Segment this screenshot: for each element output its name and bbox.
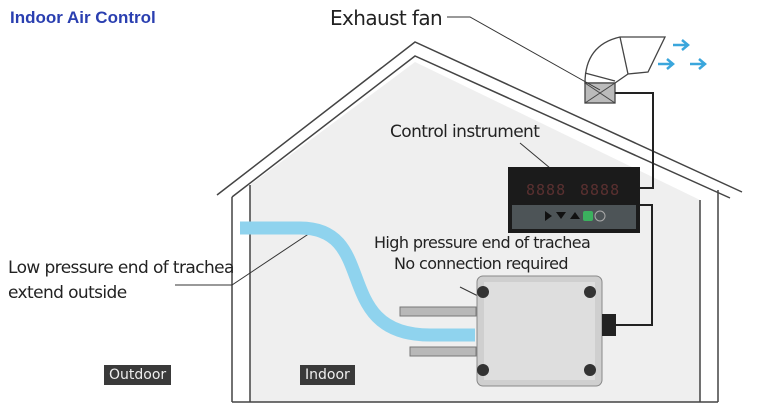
no-connection-label: No connection required	[394, 254, 569, 273]
low-pressure-label: Low pressure end of trachea	[8, 258, 234, 278]
outdoor-tag: Outdoor	[104, 365, 172, 385]
airflow-arrows-icon	[658, 39, 707, 70]
pressure-sensor-icon	[399, 275, 616, 387]
high-pressure-label: High pressure end of trachea	[374, 233, 591, 252]
page-title: Indoor Air Control	[10, 8, 156, 27]
indoor-tag: Indoor	[300, 365, 355, 385]
fan-wire	[615, 92, 654, 189]
extend-outside-label: extend outside	[8, 283, 127, 303]
control-instrument-label: Control instrument	[390, 122, 540, 142]
display-left: 8888	[526, 181, 566, 199]
roof-inner	[231, 55, 731, 199]
exhaust-fan-icon	[584, 36, 667, 104]
display-right: 8888	[580, 181, 620, 199]
control-instrument-icon	[508, 167, 640, 233]
exhaust-fan-label: Exhaust fan	[330, 6, 443, 30]
sensor-wire	[612, 204, 653, 326]
trachea-tube	[240, 221, 475, 342]
roof-outer	[216, 41, 743, 196]
